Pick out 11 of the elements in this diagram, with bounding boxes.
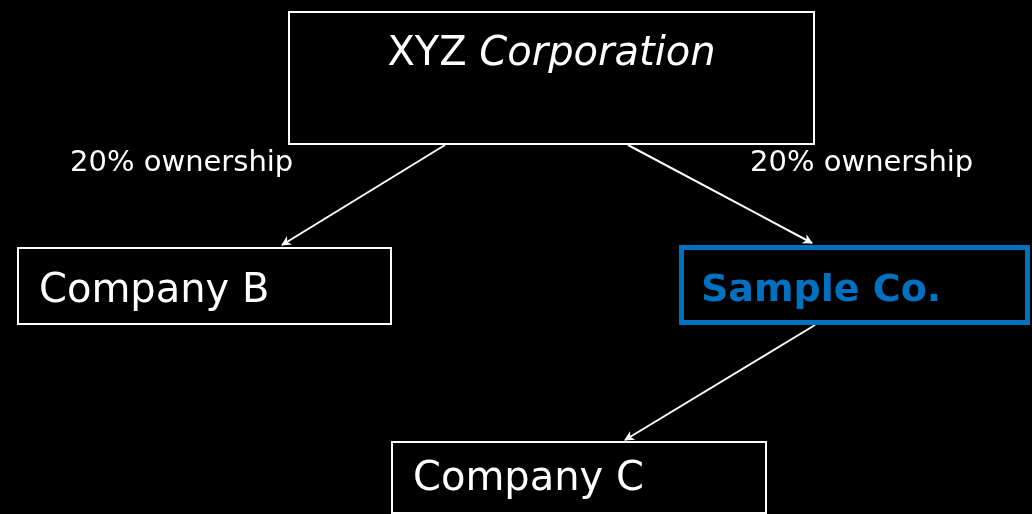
arrow [627,144,813,244]
company-box [391,441,767,514]
highlighted-company-box [679,245,1030,325]
company-name: XYZ Corporation [387,31,716,71]
edge-label: 20% ownership [70,146,294,178]
edge-label: 20% ownership [750,146,974,178]
company-box [17,247,392,325]
arrow [624,324,816,441]
company-box [288,11,815,145]
arrow [281,144,446,246]
company-name: Sample Co. [701,269,942,307]
